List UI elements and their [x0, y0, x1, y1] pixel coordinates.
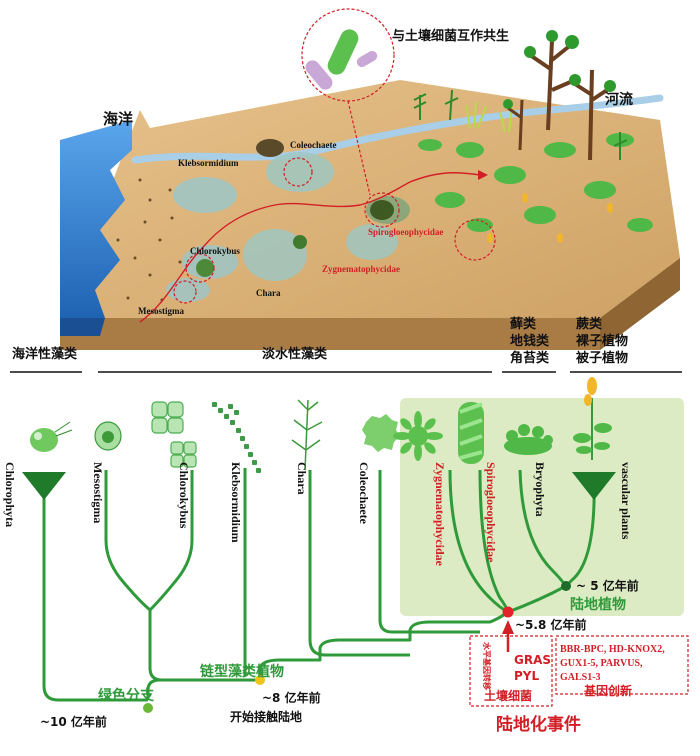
- algae-ponds: [166, 139, 410, 302]
- time-58-label: ~5.8 亿年前: [515, 617, 587, 632]
- gene-pyl: PYL: [514, 669, 539, 683]
- node-10: [143, 703, 153, 713]
- vascular-clade-triangle: [572, 472, 616, 500]
- time-8-label: ~8 亿年前: [262, 690, 321, 705]
- river: [131, 94, 664, 164]
- gene-gras: GRAS: [514, 653, 551, 667]
- landscape-illustration: 海洋 河流 与土壤细菌互作共生 Klebsormidium Coleochaet…: [60, 8, 680, 350]
- organism-icons: [30, 377, 612, 473]
- river-label: 河流: [605, 91, 633, 108]
- chara-plant-icon: [291, 399, 323, 471]
- gene-list-line-3: GALS1-3: [560, 672, 601, 683]
- land-plants-label: 陆地植物: [570, 596, 626, 613]
- vascular-label-3: 被子植物: [575, 350, 628, 366]
- streptophyte-label: 链型藻类植物: [200, 663, 284, 680]
- label-coleochaete: Coleochaete: [357, 462, 371, 525]
- branch-chlorokybus: [148, 470, 194, 612]
- mesostigma-cell-icon: [94, 421, 122, 451]
- ocean-front: [60, 318, 105, 336]
- map-taxa-labels: Klebsormidium Coleochaete Chlorokybus Ch…: [138, 140, 443, 316]
- label-vascular-plants: vascular plants: [619, 462, 633, 540]
- label-chara: Chara: [295, 462, 309, 495]
- node-8: [255, 675, 265, 685]
- hgt-vertical-label: 水平基因转移: [482, 641, 492, 690]
- soil-top: [60, 80, 680, 318]
- label-spirogloeophycidae: Spirogloeophycidae: [484, 462, 498, 563]
- touch-land-label: 开始接触陆地: [230, 709, 302, 724]
- innovation-dashed-box: [555, 635, 689, 695]
- innovation-label: 基因创新: [583, 683, 632, 698]
- gene-list-line-1: BBR-BPC, HD-KNOX2,: [560, 644, 665, 655]
- map-label-klebsormidium: Klebsormidium: [178, 158, 239, 168]
- category-headers: 海洋性藻类 淡水性藻类 藓类 地钱类 角苔类 蕨类 裸子植物 被子植物: [10, 316, 682, 373]
- event-arrowhead: [502, 620, 514, 634]
- soil-right-face: [600, 258, 680, 350]
- ocean: [60, 120, 132, 330]
- branch-mesostigma: [104, 470, 151, 612]
- path-arrowhead: [478, 170, 488, 180]
- green-lineage-label: 绿色分支: [98, 687, 155, 704]
- map-label-mesostigma: Mesostigma: [138, 306, 184, 316]
- dashed-highlights: [173, 8, 496, 304]
- hgt-label: 水平基因转移: [482, 641, 492, 690]
- bryophyte-label-1: 藓类: [509, 316, 537, 332]
- label-zygnematophycidae: Zygnematophycidae: [433, 462, 447, 567]
- label-mesostigma: Mesostigma: [91, 462, 105, 523]
- terrestrialization-label: 陆地化事件: [496, 714, 581, 735]
- node-land-plants: [561, 581, 571, 591]
- map-label-chara: Chara: [256, 288, 281, 298]
- time-5-label: ~ 5 亿年前: [576, 578, 639, 593]
- terrestrialization-path: [139, 172, 481, 323]
- bryophyte-icon: [504, 424, 553, 455]
- vascular-label-2: 裸子植物: [576, 333, 628, 349]
- symbiosis-label: 与土壤细菌互作共生: [392, 28, 509, 44]
- chlorophyta-cell-icon: [30, 421, 73, 452]
- gene-list-line-2: GUX1-5, PARVUS,: [560, 658, 643, 669]
- map-label-coleochaete: Coleochaete: [290, 140, 336, 150]
- time-10-label: ~10 亿年前: [40, 714, 107, 729]
- label-chlorokybus: Chlorokybus: [177, 462, 191, 529]
- bryophyte-label-2: 地钱类: [510, 333, 550, 349]
- label-bryophyta: Bryophyta: [533, 462, 547, 517]
- bryophyte-label-3: 角苔类: [510, 350, 550, 366]
- branch-chlorophyta: [42, 480, 148, 702]
- branch-coleochaete: [378, 470, 480, 634]
- fern-plants: [413, 89, 628, 160]
- map-label-zygnematophycidae: Zygnematophycidae: [322, 264, 400, 274]
- land-plants-vegetation: [418, 133, 653, 232]
- branch-zygnematophycidae: [448, 469, 509, 614]
- spirogloeophyte-icon: [458, 402, 484, 464]
- tree-taxa-labels: Chlorophyta Mesostigma Chlorokybus Klebs…: [3, 462, 633, 567]
- branch-main-spine: [146, 610, 509, 700]
- chlorophyta-clade-triangle: [22, 472, 66, 500]
- label-chlorophyta: Chlorophyta: [3, 462, 17, 527]
- grass-tufts: [465, 101, 513, 133]
- map-label-spirogloeophycidae: Spirogloeophycidae: [368, 227, 443, 237]
- node-58: [502, 606, 514, 618]
- freshwater-algae-label: 淡水性藻类: [262, 346, 328, 362]
- marine-algae-label: 海洋性藻类: [12, 346, 78, 362]
- trees: [503, 30, 616, 161]
- hgt-dashed-box: [469, 635, 553, 707]
- vascular-label-1: 蕨类: [576, 316, 603, 332]
- innovation-gene-list: BBR-BPC, HD-KNOX2, GUX1-5, PARVUS, GALS1…: [560, 644, 665, 683]
- chlorokybus-cell-icon: [151, 401, 197, 468]
- terrestrialization-event: 水平基因转移 GRAS PYL 土壤细菌 BBR-BPC, HD-KNOX2, …: [469, 620, 689, 735]
- label-klebsormidium: Klebsormidium: [229, 462, 243, 543]
- coleochaete-disc-icon: [362, 414, 400, 452]
- klebsormidium-filament-icon: [212, 402, 261, 473]
- flowering-plants: [487, 193, 613, 243]
- zygnematophyte-icon: [393, 411, 443, 461]
- vascular-plant-icon: [573, 377, 612, 460]
- soil-bacteria-bubble: [305, 29, 378, 90]
- branch-chara: [308, 470, 410, 657]
- ocean-label: 海洋: [103, 110, 133, 128]
- tree-annotations: ~ 5 亿年前 陆地植物 ~5.8 亿年前 链型藻类植物 ~8 亿年前 开始接触…: [40, 578, 639, 729]
- soil-bacteria-label: 土壤细菌: [484, 688, 532, 703]
- branch-bryophyta: [518, 469, 568, 587]
- soil-front-face: [60, 258, 680, 350]
- map-label-chlorokybus: Chlorokybus: [190, 246, 240, 256]
